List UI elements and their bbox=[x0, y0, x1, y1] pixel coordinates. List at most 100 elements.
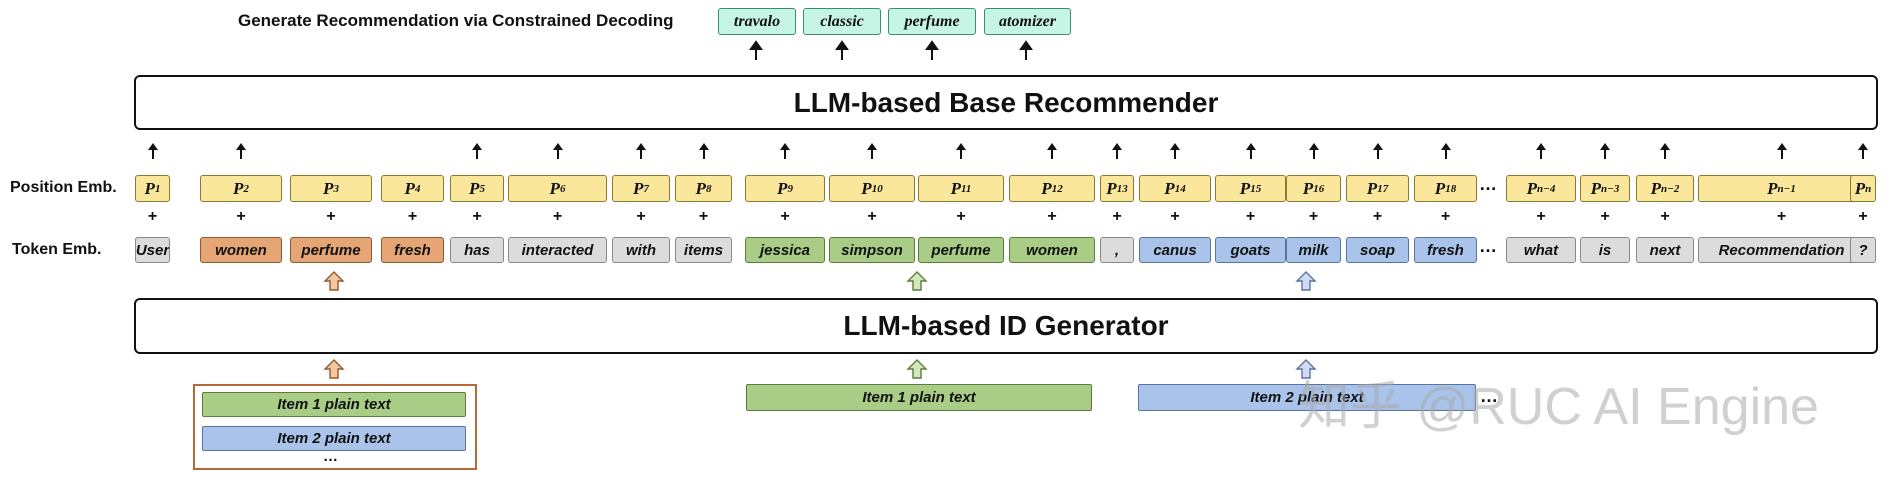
item-2-text-bar: Item 2 plain text bbox=[1138, 384, 1476, 411]
blue-up-arrow-icon bbox=[1295, 271, 1317, 379]
plus-sign: + bbox=[1776, 208, 1787, 225]
position-ellipsis: … bbox=[1479, 174, 1498, 194]
plus-sign: + bbox=[698, 208, 709, 225]
up-arrow-icon bbox=[236, 143, 246, 159]
up-arrow-icon bbox=[1170, 143, 1180, 159]
up-arrow-icon bbox=[1372, 143, 1383, 159]
token-embedding: ? bbox=[1850, 237, 1876, 263]
plus-sign: + bbox=[1536, 208, 1546, 225]
up-arrow-icon bbox=[1660, 143, 1670, 159]
up-arrow-icon bbox=[147, 143, 158, 159]
token-embedding: canus bbox=[1139, 237, 1211, 263]
plus-sign: + bbox=[552, 208, 563, 225]
watermark: 知乎 @RUC AI Engine bbox=[1298, 378, 1819, 436]
token-row-label: Token Emb. bbox=[12, 241, 102, 258]
up-arrow-icon bbox=[1858, 143, 1868, 159]
output-token: travalo bbox=[718, 8, 796, 35]
up-arrow-icon bbox=[867, 143, 877, 159]
up-arrow-icon bbox=[1112, 143, 1122, 159]
up-arrow-icon bbox=[472, 143, 482, 159]
token-embedding: goats bbox=[1215, 237, 1286, 263]
output-token: atomizer bbox=[984, 8, 1071, 35]
plus-sign: + bbox=[1372, 208, 1383, 225]
plus-sign: + bbox=[1660, 208, 1670, 225]
up-arrow-icon bbox=[1047, 143, 1057, 159]
token-embedding: Recommendation bbox=[1698, 237, 1865, 263]
item-1-text-bar: Item 1 plain text bbox=[746, 384, 1092, 411]
token-embedding: fresh bbox=[381, 237, 444, 263]
token-embedding: soap bbox=[1346, 237, 1409, 263]
user-item-2: Item 2 plain text bbox=[202, 426, 466, 451]
plus-sign: + bbox=[1440, 208, 1451, 225]
plus-sign: + bbox=[1047, 208, 1057, 225]
plus-sign: + bbox=[1170, 208, 1180, 225]
base-recommender-label: LLM-based Base Recommender bbox=[793, 86, 1219, 118]
plus-sign: + bbox=[236, 208, 246, 225]
plus-sign: + bbox=[1858, 208, 1868, 225]
up-arrow-icon bbox=[956, 143, 966, 159]
user-items-ellipsis: … bbox=[323, 448, 339, 465]
output-token: perfume bbox=[888, 8, 976, 35]
up-arrow-icon bbox=[1536, 143, 1546, 159]
orange-up-arrow-icon bbox=[323, 271, 345, 379]
up-arrow-icon bbox=[1440, 143, 1451, 159]
token-embedding: what bbox=[1506, 237, 1576, 263]
up-arrow-icon bbox=[1245, 143, 1256, 159]
plus-sign: + bbox=[1308, 208, 1319, 225]
token-embedding: perfume bbox=[918, 237, 1004, 263]
item-2-ellipsis: … bbox=[1480, 386, 1499, 406]
plus-sign: + bbox=[326, 208, 336, 225]
token-embedding: User bbox=[135, 237, 170, 263]
token-embedding: next bbox=[1636, 237, 1694, 263]
output-token: classic bbox=[803, 8, 881, 35]
up-arrow-icon bbox=[780, 143, 790, 159]
plus-sign: + bbox=[780, 208, 790, 225]
plus-sign: + bbox=[956, 208, 966, 225]
token-embedding: with bbox=[612, 237, 670, 263]
plus-sign: + bbox=[1112, 208, 1122, 225]
id-generator-label: LLM-based ID Generator bbox=[843, 310, 1169, 341]
token-embedding: milk bbox=[1286, 237, 1341, 263]
token-ellipsis: … bbox=[1479, 236, 1498, 256]
up-arrow-icon bbox=[1600, 143, 1610, 159]
plus-sign: + bbox=[147, 208, 158, 225]
token-embedding: jessica bbox=[745, 237, 825, 263]
token-embedding: , bbox=[1100, 237, 1134, 263]
user-item-list-box: Item 1 plain text Item 2 plain text … bbox=[193, 384, 477, 470]
plus-sign: + bbox=[472, 208, 482, 225]
plus-sign: + bbox=[1600, 208, 1610, 225]
green-up-arrow-icon bbox=[906, 271, 928, 379]
plus-sign: + bbox=[636, 208, 646, 225]
token-embedding: perfume bbox=[290, 237, 372, 263]
token-embedding: is bbox=[1580, 237, 1630, 263]
id-generator-box: LLM-based ID Generator bbox=[134, 298, 1878, 354]
up-arrow-icon bbox=[1308, 143, 1319, 159]
position-row-label: Position Emb. bbox=[10, 179, 117, 196]
up-arrow-icon bbox=[552, 143, 563, 159]
plus-sign: + bbox=[1245, 208, 1256, 225]
base-recommender-box: LLM-based Base Recommender bbox=[134, 75, 1878, 130]
plus-sign: + bbox=[407, 208, 418, 225]
token-embedding: fresh bbox=[1414, 237, 1477, 263]
up-arrow-icon bbox=[1776, 143, 1787, 159]
output-up-arrows bbox=[749, 40, 1033, 60]
